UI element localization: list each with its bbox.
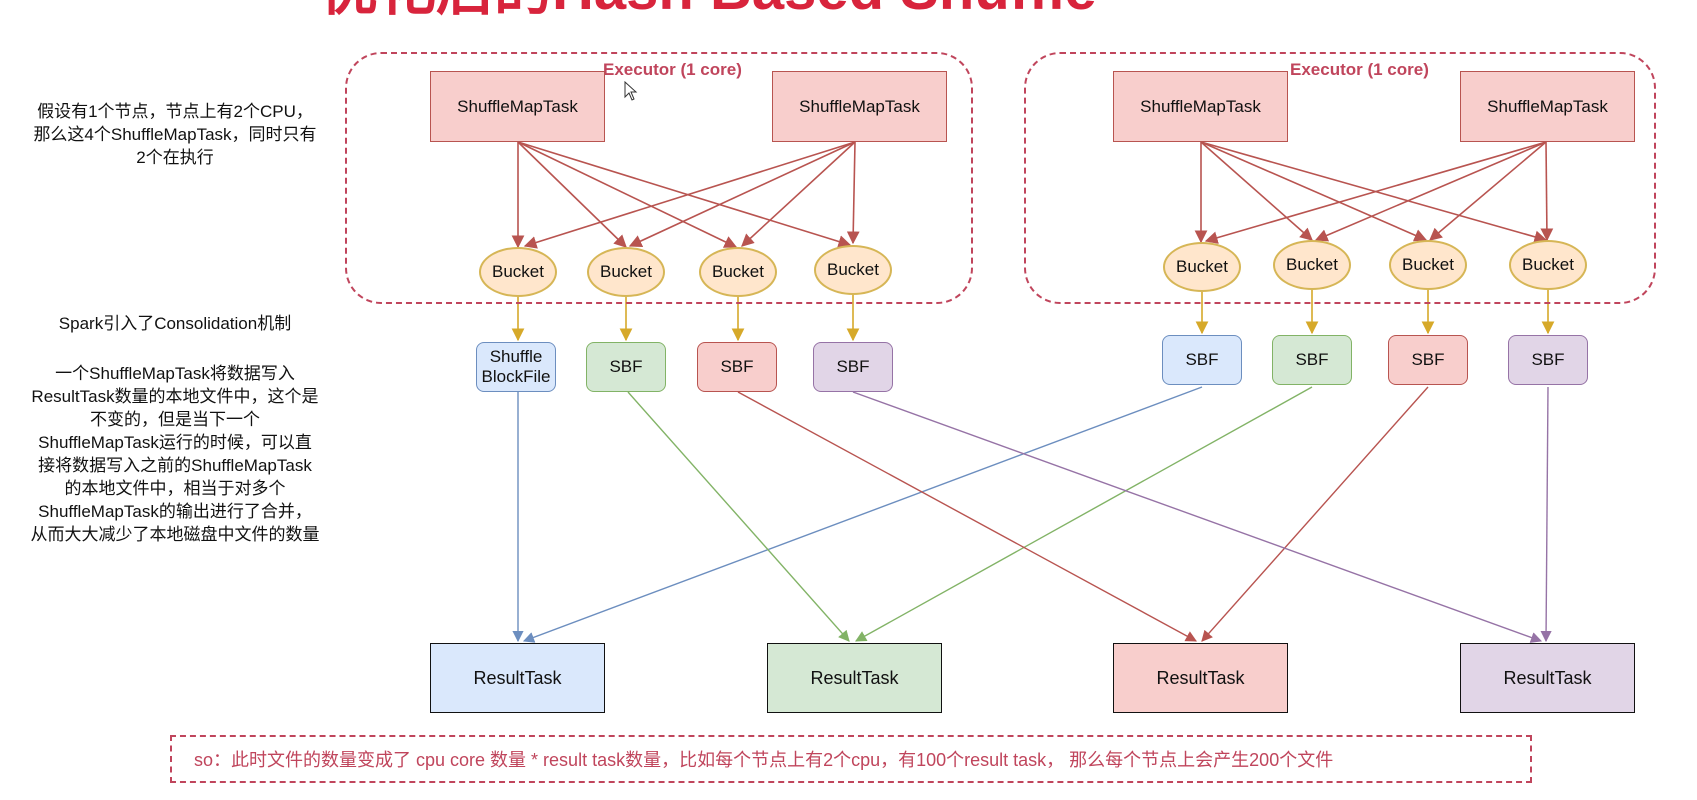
executor-1-file-4: SBF [813, 342, 893, 392]
result-task-3: ResultTask [1113, 643, 1288, 713]
executor-2-bucket-2: Bucket [1273, 240, 1351, 290]
result-task-4: ResultTask [1460, 643, 1635, 713]
executor-1-bucket-2: Bucket [587, 247, 665, 297]
result-task-1: ResultTask [430, 643, 605, 713]
executor-1-task-1: ShuffleMapTask [430, 71, 605, 142]
green-file-result-arrows [627, 386, 1313, 642]
exec2-task-bucket-arrows [1194, 141, 1554, 244]
executor-2-file-4: SBF [1508, 335, 1588, 385]
executor-2-bucket-1: Bucket [1163, 242, 1241, 292]
executor-1-file-1: Shuffle BlockFile [476, 342, 556, 392]
purple-file-result-arrows [852, 386, 1552, 643]
blue-file-result-arrows [512, 386, 1203, 643]
executor-1-bucket-1: Bucket [479, 247, 557, 297]
executor-1-file-3: SBF [697, 342, 777, 392]
executor-2-file-1: SBF [1162, 335, 1242, 385]
red-file-result-arrows [737, 386, 1429, 642]
conclusion-note: so：此时文件的数量变成了 cpu core 数量 * result task数… [170, 735, 1532, 783]
consolidation-detail-note: 一个ShuffleMapTask将数据写入ResultTask数量的本地文件中，… [30, 364, 320, 544]
executor-2-bucket-4: Bucket [1509, 240, 1587, 290]
executor-2-file-3: SBF [1388, 335, 1468, 385]
cpu-assumption-note: 假设有1个节点，节点上有2个CPU，那么这4个ShuffleMapTask，同时… [33, 102, 317, 167]
executor-1-file-2: SBF [586, 342, 666, 392]
exec1-task-bucket-arrows [511, 141, 860, 249]
page-title: 优化后的Hash Based Shuffle [320, 0, 1097, 20]
mouse-cursor-icon [624, 81, 638, 101]
consolidation-intro-note: Spark引入了Consolidation机制 [58, 314, 292, 333]
executor-2-task-2: ShuffleMapTask [1460, 71, 1635, 142]
result-task-2: ResultTask [767, 643, 942, 713]
executor-1-label: Executor (1 core) [603, 60, 742, 79]
executor-2-task-1: ShuffleMapTask [1113, 71, 1288, 142]
executor-1-task-2: ShuffleMapTask [772, 71, 947, 142]
executor-1-box [345, 52, 973, 304]
executor-1-bucket-3: Bucket [699, 247, 777, 297]
executor-2-box [1024, 52, 1656, 304]
executor-2-label: Executor (1 core) [1290, 60, 1429, 79]
executor-2-file-2: SBF [1272, 335, 1352, 385]
executor-2-bucket-3: Bucket [1389, 240, 1467, 290]
executor-1-bucket-4: Bucket [814, 245, 892, 295]
